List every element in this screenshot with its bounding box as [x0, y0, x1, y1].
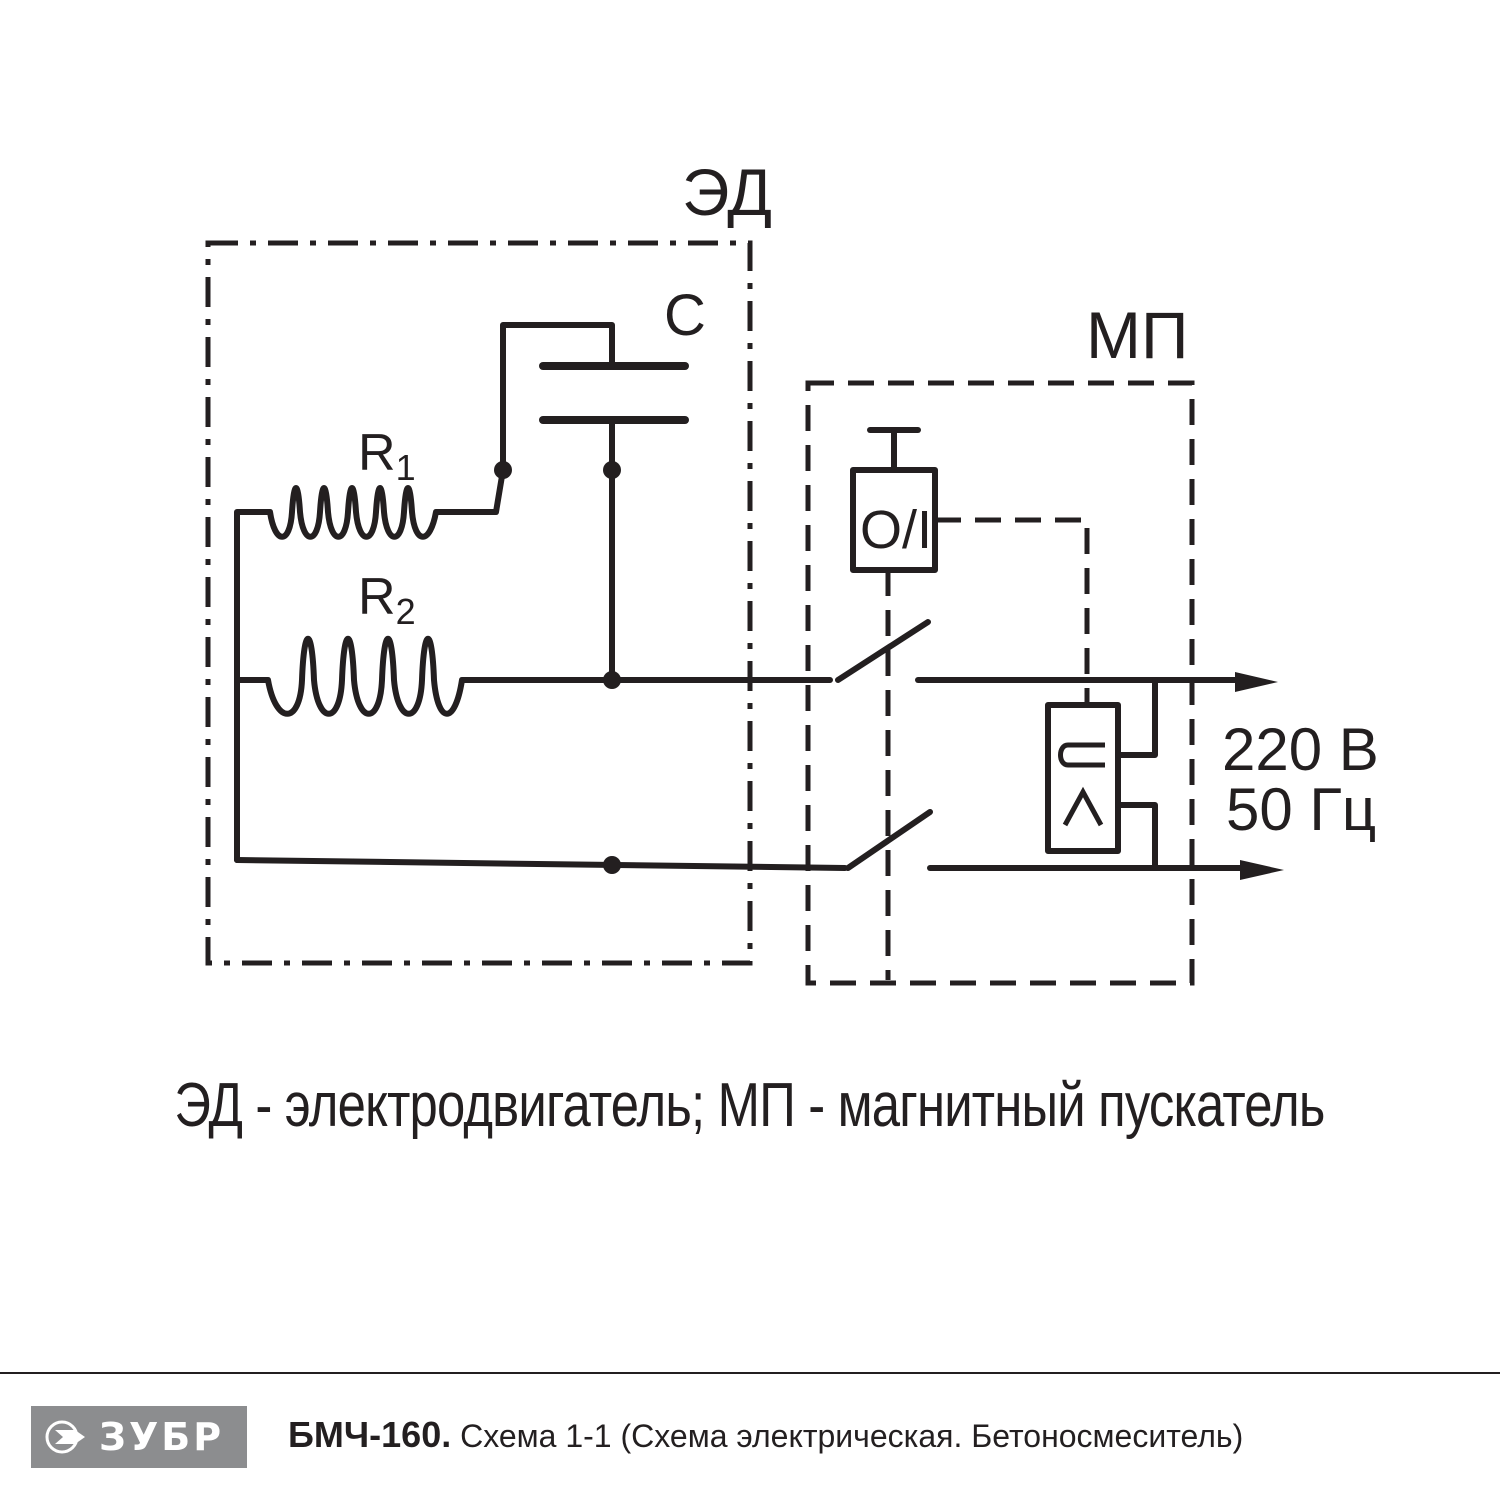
brand-name: ЗУБР	[99, 1415, 225, 1459]
frequency-label: 50 Гц	[1226, 776, 1376, 843]
winding-r2	[234, 636, 833, 717]
arrow-bottom-icon	[1240, 860, 1284, 880]
model-name: БМЧ-160.	[288, 1414, 452, 1455]
diagram-caption: ЭД - электродвигатель; МП - магнитный пу…	[174, 1071, 1325, 1140]
starter-coil	[1045, 677, 1158, 871]
bottom-contact-blade	[845, 809, 933, 871]
winding-r1	[234, 467, 506, 863]
capacitor-label: C	[664, 283, 706, 348]
switch-label: O/I	[860, 500, 932, 560]
footer-title: БМЧ-160. Схема 1-1 (Схема электрическая.…	[288, 1414, 1243, 1456]
switch-linkage	[935, 517, 1090, 705]
winding-r2-label: R2	[358, 568, 416, 632]
winding-r1-label: R1	[358, 424, 416, 488]
top-contact-blade	[835, 619, 931, 683]
junction-dot-bottom	[603, 856, 621, 874]
voltage-label: 220 В	[1222, 716, 1379, 783]
arrow-top-icon	[1235, 672, 1278, 692]
brand-logo: ЗУБР	[31, 1406, 247, 1468]
capacitor	[500, 322, 689, 683]
footer-divider	[0, 1372, 1500, 1374]
scheme-description: Схема 1-1 (Схема электрическая. Бетоносм…	[451, 1418, 1244, 1454]
bottom-conductor	[234, 857, 848, 871]
motor-block-label: ЭД	[682, 155, 772, 229]
junction-dot-r2	[603, 671, 621, 689]
junction-dot-cap	[603, 461, 621, 479]
junction-dot-r1	[494, 461, 512, 479]
brand-arrow-icon	[45, 1420, 85, 1454]
motor-block-boundary	[205, 240, 753, 966]
starter-block-label: МП	[1086, 298, 1188, 372]
